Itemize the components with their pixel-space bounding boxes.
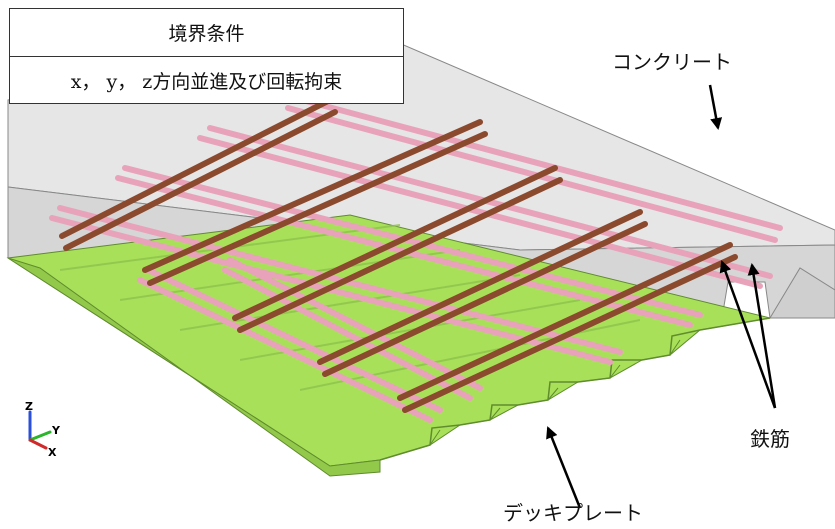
axis-triad	[28, 410, 52, 450]
boundary-condition-table: 境界条件 x， y， z方向並進及び回転拘束	[9, 8, 404, 104]
rebar-label: 鉄筋	[750, 427, 790, 451]
axis-x-label: X	[48, 446, 57, 459]
rebar-arrow-1	[719, 260, 777, 409]
concrete-label: コンクリート	[612, 50, 732, 74]
boundary-table-value: x， y， z方向並進及び回転拘束	[10, 56, 403, 104]
boundary-table-header: 境界条件	[168, 23, 245, 45]
concrete-arrow	[708, 84, 723, 130]
axis-y-label: Y	[52, 424, 60, 437]
pointer-arrows	[546, 84, 777, 509]
deck-arrow	[546, 426, 582, 509]
rebar-arrow-2	[747, 263, 777, 409]
axis-z-label: Z	[25, 400, 33, 413]
rebar-dark-layer	[59, 97, 738, 413]
deck-plate-label: デッキプレート	[503, 501, 643, 525]
